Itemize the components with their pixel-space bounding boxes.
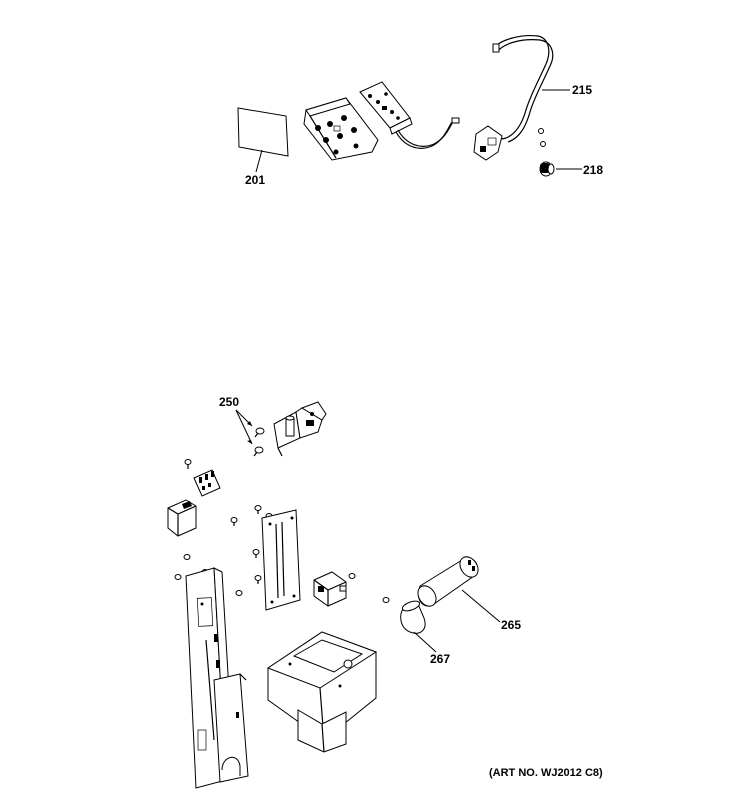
transformer[interactable]: [313, 571, 347, 607]
screw-mount-8: [174, 574, 182, 580]
terminal-block[interactable]: [193, 469, 221, 497]
screw-mount-6: [235, 590, 243, 596]
screw-250-a[interactable]: [254, 427, 265, 438]
capacitor-265[interactable]: [414, 553, 482, 609]
screw-small-2: [540, 141, 546, 147]
art-number: (ART NO. WJ2012 C8): [489, 767, 603, 779]
control-housing[interactable]: [303, 97, 379, 161]
screw-mount-7: [183, 554, 191, 560]
screw-transformer: [348, 573, 356, 579]
bracket-plate[interactable]: [261, 509, 301, 611]
screw-250-b[interactable]: [253, 446, 264, 457]
relay-box[interactable]: [167, 499, 197, 537]
capacitor-clamp-267[interactable]: [400, 599, 426, 634]
lower-cover[interactable]: [213, 673, 249, 783]
screw-mount-4: [252, 549, 260, 558]
part-number-250: 250: [219, 395, 239, 409]
part-number-201: 201: [245, 173, 265, 187]
knob-218[interactable]: [539, 161, 555, 177]
wire-harness-215[interactable]: [473, 35, 554, 161]
part-number-265: 265: [501, 618, 521, 632]
part-number-215: 215: [572, 83, 592, 97]
screw-small-1: [538, 128, 544, 134]
screw-terminal: [184, 459, 192, 469]
label-sheet-201[interactable]: [237, 107, 289, 157]
capacitor-bracket-box[interactable]: [266, 631, 378, 753]
screw-mount-5: [254, 575, 262, 584]
control-board[interactable]: [359, 81, 460, 149]
screw-clamp: [382, 597, 390, 603]
screw-mount-2: [230, 517, 238, 526]
switch-assembly[interactable]: [273, 401, 327, 457]
part-number-267: 267: [430, 652, 450, 666]
screw-mount-1: [254, 505, 262, 514]
part-number-218: 218: [583, 163, 603, 177]
